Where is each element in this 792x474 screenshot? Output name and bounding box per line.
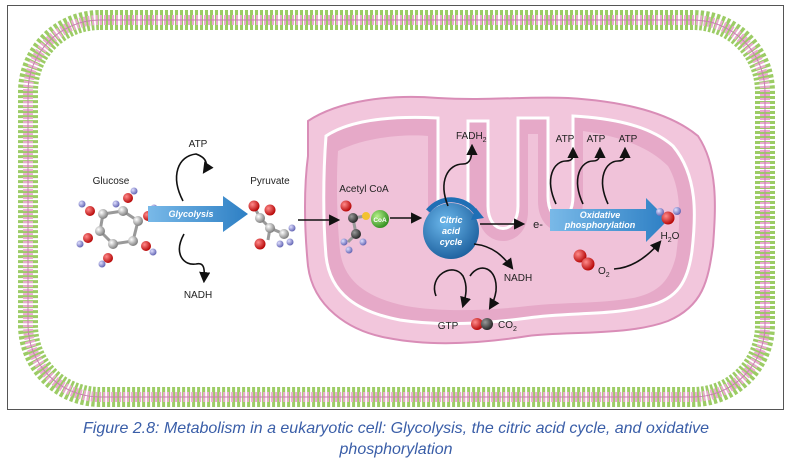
coa-label: CoA: [373, 217, 387, 224]
citric-acid-cycle: [423, 197, 484, 259]
caption-line-1: Figure 2.8: Metabolism in a eukaryotic c…: [82, 420, 710, 437]
acetyl-coa-label: Acetyl CoA: [339, 184, 389, 195]
oxidative-phosphorylation-arrow: [550, 198, 668, 242]
oxphos-atp-label-1: ATP: [556, 134, 575, 145]
gtp-label: GTP: [438, 321, 459, 332]
oxphos-label-2: phosphorylation: [564, 220, 636, 230]
cell-membrane: [18, 10, 775, 407]
co2-arrow: [469, 267, 500, 310]
glycolysis-label: Glycolysis: [168, 209, 213, 219]
glucose-molecule: [76, 187, 158, 268]
pyruvate-molecule: [248, 200, 296, 250]
oxphos-atp-arrow-2: [576, 146, 606, 205]
acetyl-coa-molecule: [340, 200, 389, 254]
glycolysis-atp-label: ATP: [189, 139, 208, 150]
pyruvate-label: Pyruvate: [250, 176, 290, 187]
caption-line-2: phosphorylation: [339, 441, 453, 458]
cycle-nadh-arrow: [473, 243, 514, 270]
gtp-arrow: [433, 269, 471, 309]
water-molecule: [656, 207, 681, 225]
o2-molecule: [573, 249, 595, 271]
glucose-label: Glucose: [93, 176, 130, 187]
o2-label: O2: [598, 266, 610, 279]
oxphos-atp-label-2: ATP: [587, 134, 606, 145]
glycolysis-arrow: [148, 196, 248, 232]
cycle-nadh-label: NADH: [504, 273, 532, 284]
citric-label-2: acid: [442, 226, 461, 236]
figure-caption: Figure 2.8: Metabolism in a eukaryotic c…: [0, 418, 792, 460]
glycolysis-atp-arrow: [175, 153, 214, 202]
metabolism-diagram: Glucose Glycolysis ATP NADH Pyruvate: [18, 10, 775, 407]
oxphos-atp-arrow-3: [601, 146, 631, 205]
oxphos-label-1: Oxidative: [580, 210, 621, 220]
figure-frame: Glucose Glycolysis ATP NADH Pyruvate: [7, 5, 784, 410]
glycolysis-nadh-label: NADH: [184, 290, 212, 301]
water-label: H2O: [661, 231, 680, 244]
o2-to-water-arrow: [613, 240, 662, 270]
glycolysis-nadh-arrow: [178, 233, 211, 284]
oxphos-atp-arrow-1: [549, 146, 579, 205]
fadh2-label: FADH2: [456, 131, 487, 144]
co2-molecule: [471, 318, 493, 330]
oxphos-atp-label-3: ATP: [619, 134, 638, 145]
electron-label: e-: [533, 219, 543, 231]
co2-label: CO2: [498, 320, 517, 333]
fadh2-arrow: [443, 143, 478, 207]
citric-label-3: cycle: [440, 237, 463, 247]
citric-label-1: Citric: [439, 215, 462, 225]
